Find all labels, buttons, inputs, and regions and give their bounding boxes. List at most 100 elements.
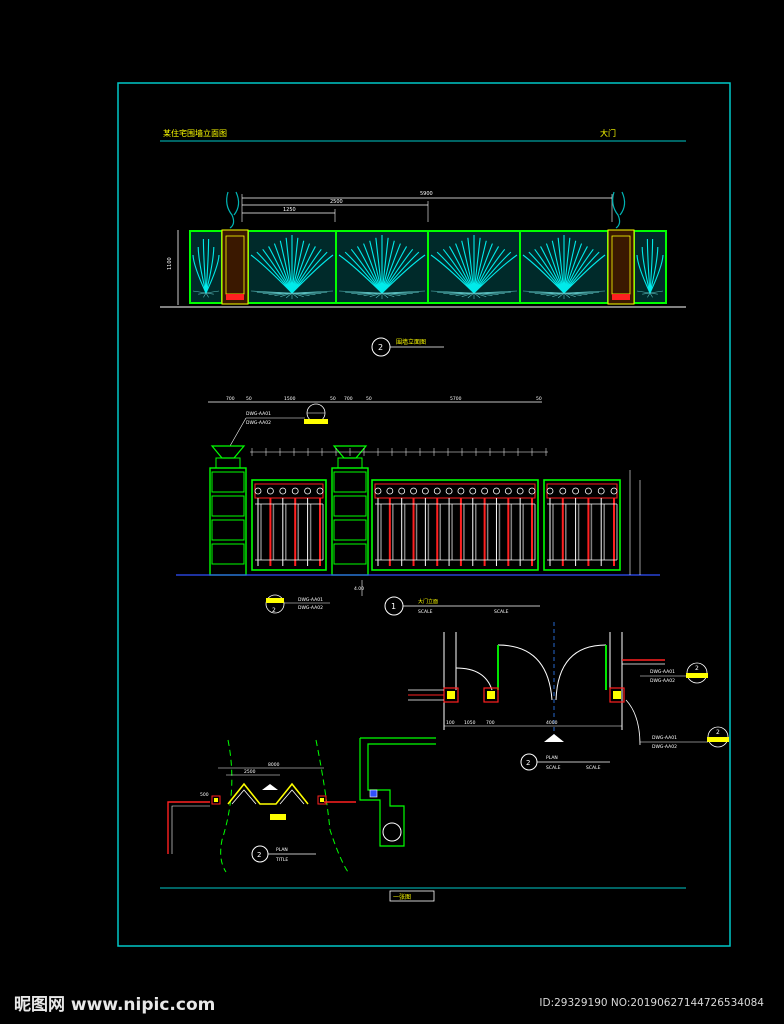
gate-pillar [209, 467, 247, 576]
detail-wall-left [167, 801, 210, 854]
glass-panels [189, 230, 667, 304]
glass-pattern [338, 290, 426, 299]
callout-marker [304, 419, 328, 424]
tag-title: PLAN [276, 847, 288, 853]
tag-scale: SCALE [418, 609, 433, 615]
wall-cap-detail: 8000 2500 500 2 PLAN TITLE [167, 737, 436, 873]
detail-marker [369, 789, 378, 798]
callout-leader [229, 417, 247, 447]
gate-leaf-frieze [254, 483, 324, 499]
glass-pattern [430, 235, 518, 294]
tag-title: 大门立面 [418, 598, 438, 605]
detail-wall-line [171, 805, 210, 854]
gate-rosette [504, 487, 512, 495]
gate-rosette [374, 487, 382, 495]
gate-elevation: 700 50 1500 50 700 50 5700 50 DWG-AA01 D… [176, 396, 660, 616]
dim-left: 1250 [283, 207, 296, 213]
gate-rosette [266, 487, 274, 495]
gate-rosette [597, 487, 605, 495]
dim-top-7: 50 [536, 396, 542, 402]
detail-post [211, 795, 221, 805]
dim-top-0: 700 [226, 396, 235, 402]
detail-drain-circle [382, 822, 402, 842]
plan-post-core [613, 691, 621, 699]
callout-a2: DWG-AA02 [246, 420, 271, 426]
gate-rosette [481, 487, 489, 495]
dim-top-6: 5700 [450, 396, 462, 402]
dim-top-3: 50 [330, 396, 336, 402]
tag-number: 2 [257, 851, 261, 859]
gate-rosette [254, 487, 262, 495]
glass-pattern [250, 290, 334, 299]
tag-number: 1 [391, 602, 396, 611]
swing-arc-center-right [555, 644, 607, 701]
plan-dim-0: 100 [446, 720, 455, 726]
gate-pillar-course [211, 495, 245, 517]
watermark-id: ID:29329190 NO:20190627144726534084 [539, 997, 764, 1009]
callout-b-number: 2 [272, 607, 276, 614]
glass-pattern [636, 238, 664, 294]
sheet-title-left: 某住宅围墙立面图 [163, 128, 227, 138]
tree-right-icon [612, 191, 626, 229]
glass-pattern [522, 235, 606, 294]
dim-mid: 2500 [330, 199, 343, 205]
dim-top-4: 700 [344, 396, 353, 402]
tag-number: 2 [378, 343, 383, 352]
gate-pillar-course [333, 471, 367, 493]
detail-marker [270, 814, 286, 820]
glass-pattern [192, 238, 220, 294]
swing-arc-left [455, 667, 493, 691]
gate-rosette [546, 487, 554, 495]
callout-b1: DWG-AA01 [298, 597, 323, 603]
dim-top-1: 50 [246, 396, 252, 402]
dim-top-5: 50 [366, 396, 372, 402]
tag-title: PLAN [546, 755, 558, 761]
gate-pillar-cap [337, 457, 363, 469]
plan-post-core [487, 691, 495, 699]
gate-rosette [559, 487, 567, 495]
detail-boundary-right [315, 739, 349, 873]
sheet-title-right: 大门 [600, 128, 616, 138]
callout-r1: DWG-AA01 [650, 669, 675, 675]
swing-arc-center-left [497, 644, 553, 701]
glass-pattern [338, 235, 426, 294]
detail-section [359, 737, 436, 847]
dim-bottom: 4.00 [354, 586, 364, 592]
callout-r3: DWG-AA01 [652, 735, 677, 741]
gate-leaves [251, 479, 621, 571]
callout-marker [707, 737, 729, 742]
plan-dim-3: 4000 [546, 720, 558, 726]
gate-rosette [585, 487, 592, 495]
tree-left-icon [226, 191, 240, 229]
planter-left-icon [210, 445, 246, 459]
callout-b-circle [265, 594, 285, 614]
glass-pattern [192, 290, 220, 298]
gate-pillar-course [211, 471, 245, 493]
gate-rosette [291, 487, 299, 495]
dim-height: 1100 [167, 257, 173, 270]
callout-a1: DWG-AA01 [246, 411, 271, 417]
detail-boundary-left [220, 739, 233, 873]
glass-pattern [250, 235, 334, 294]
tag-scale-2: SCALE [494, 609, 509, 615]
gate-rosette [398, 487, 406, 495]
gate-rosette [572, 487, 579, 495]
glass-pattern [522, 290, 606, 299]
detail-cap-inner [231, 789, 305, 805]
gate-rosette [421, 487, 429, 495]
gate-plan: 100 1050 700 4000 2 PLAN SCALE SCALE 2 D… [408, 622, 729, 771]
gate-rosette [493, 487, 500, 495]
callout-r2-number: 2 [716, 729, 720, 736]
tag-number: 2 [526, 759, 530, 767]
dim-top-2: 1500 [284, 396, 296, 402]
gate-pillar-course [211, 543, 245, 565]
tag-label: 围墙立面图 [396, 338, 426, 346]
gate-rosette [316, 487, 324, 495]
gate-pillar-course [211, 519, 245, 541]
callout-marker [686, 673, 708, 678]
gate-rosette [279, 487, 287, 495]
callout-b2: DWG-AA02 [298, 605, 323, 611]
detail-arrow-icon [262, 784, 278, 790]
footer-label: 一张图 [393, 893, 411, 901]
gate-pillar [331, 467, 369, 576]
